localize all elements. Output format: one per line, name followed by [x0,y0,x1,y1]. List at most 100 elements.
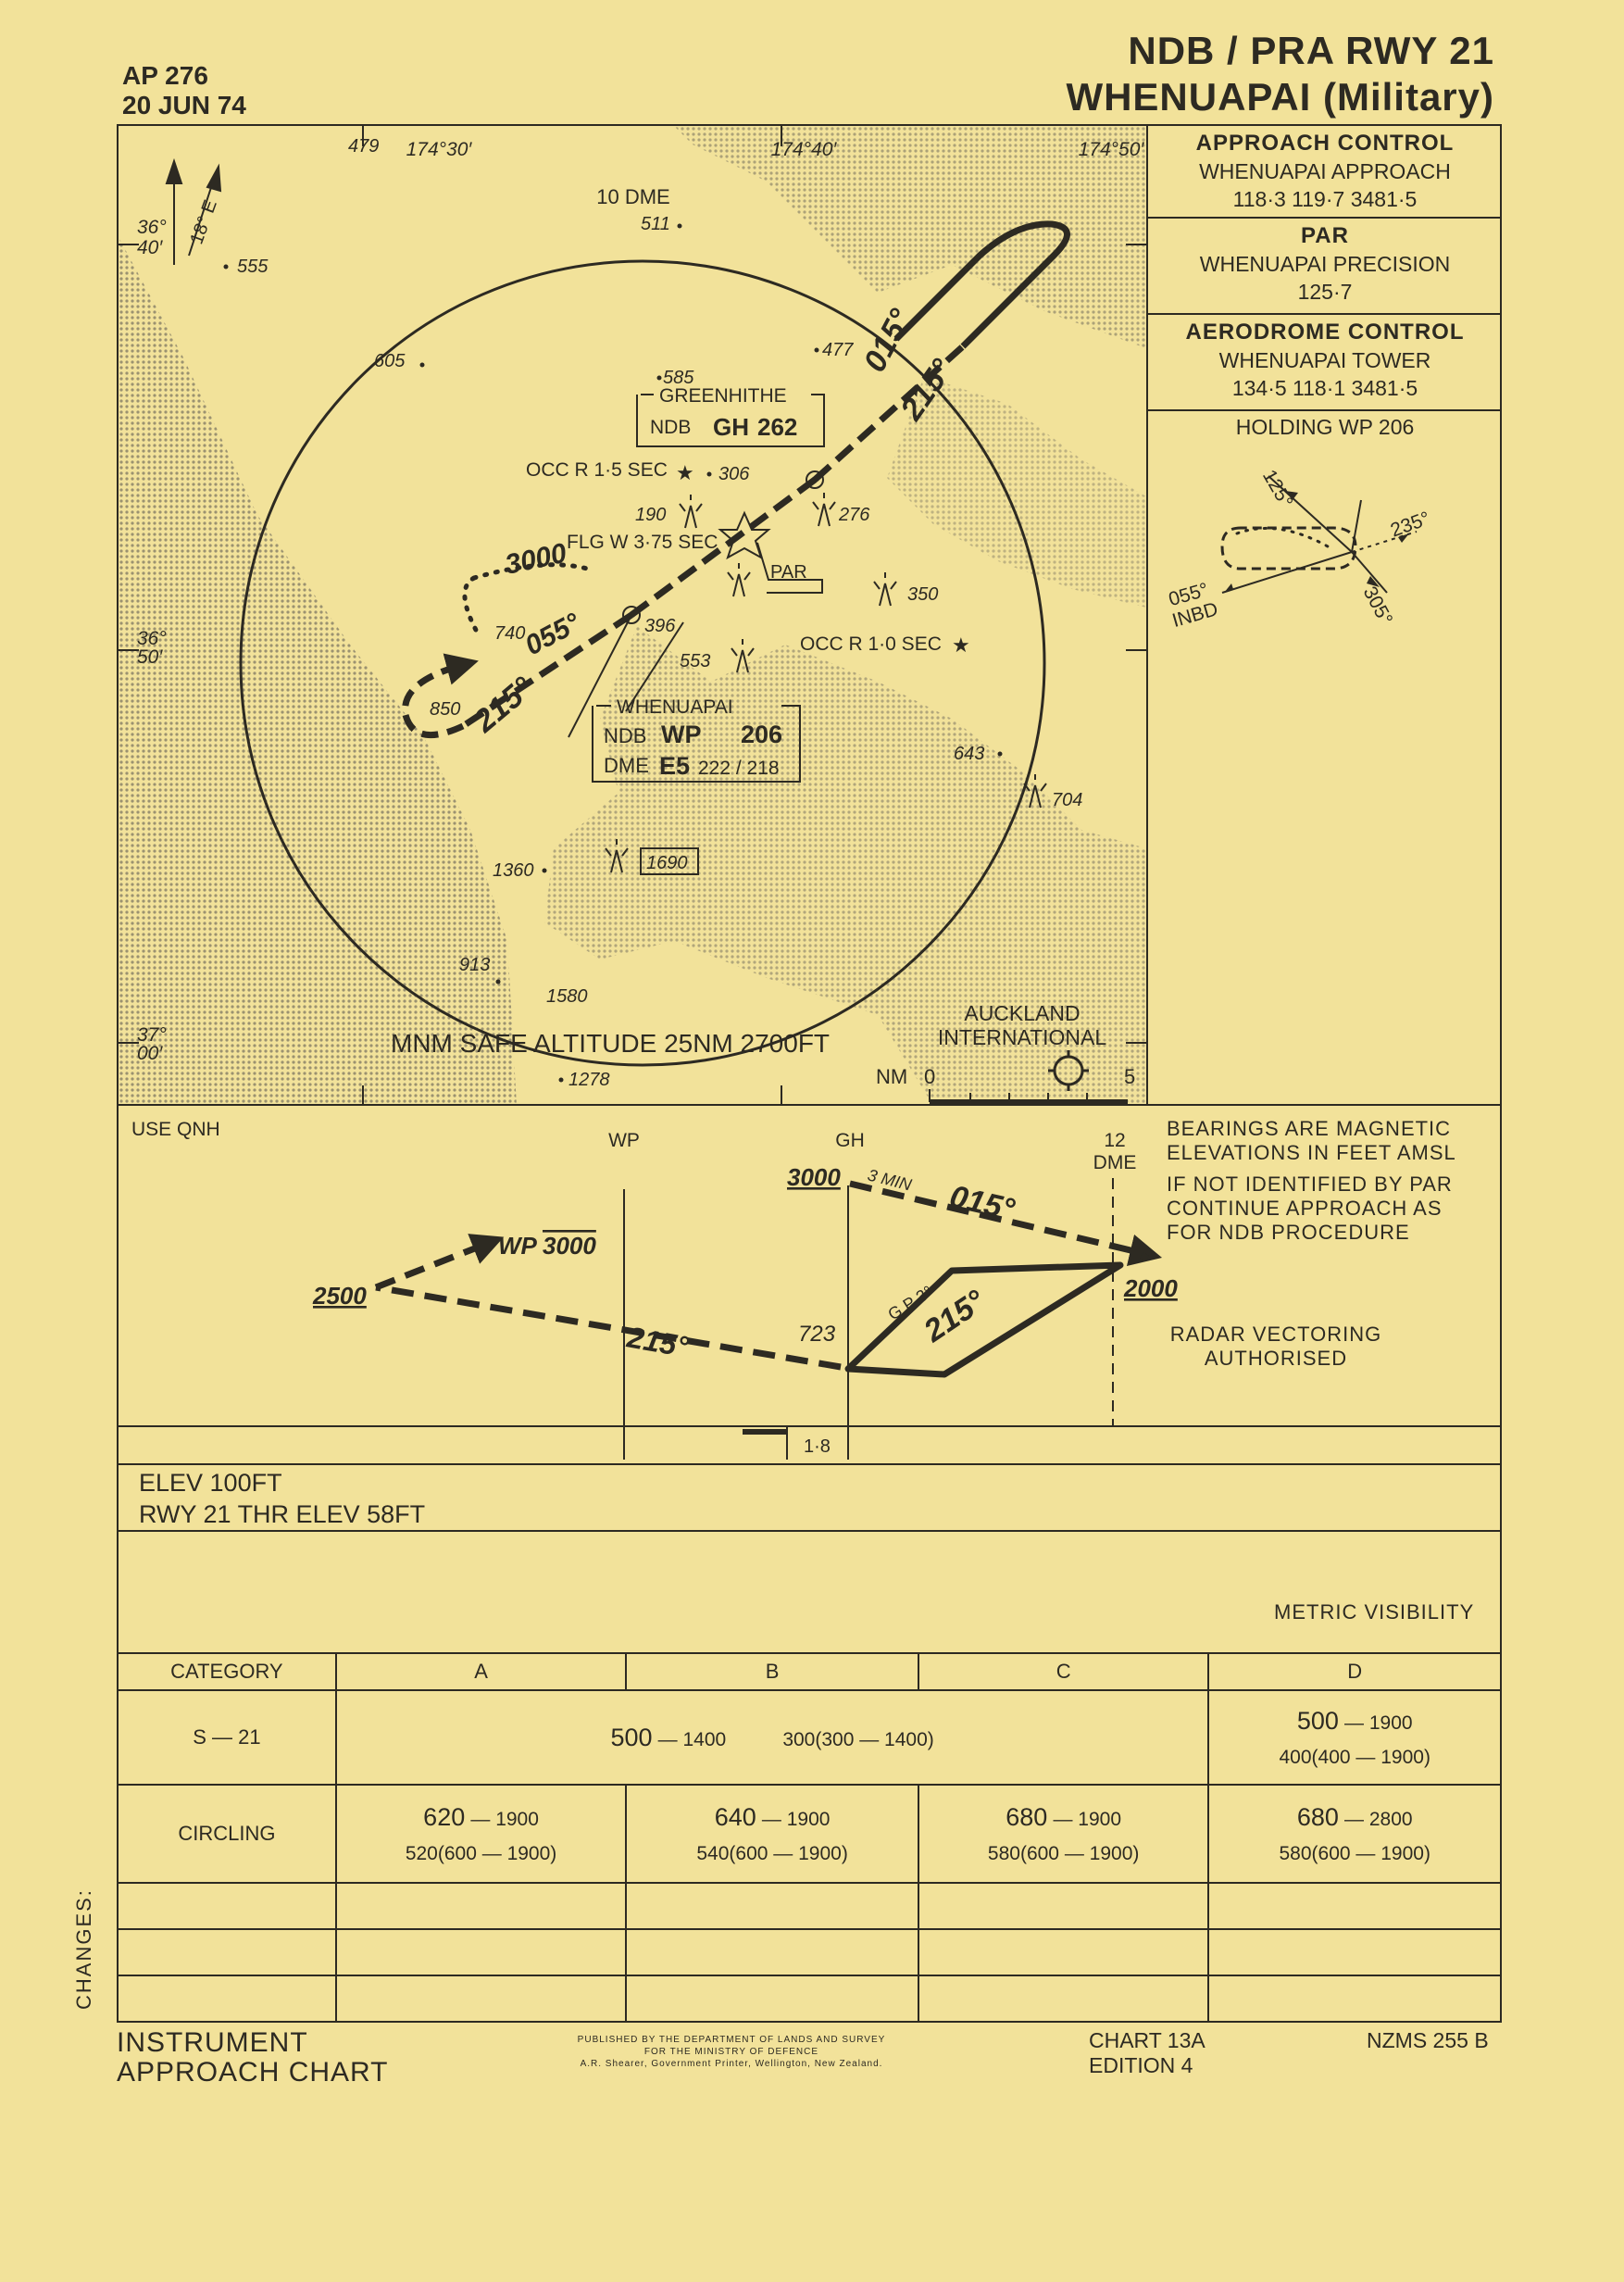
aerodrome-control-box: AERODROME CONTROL WHENUAPAI TOWER 134·5 … [1148,319,1502,402]
latitude-3-deg: 37° [137,1024,167,1046]
threshold-elevation: RWY 21 THR ELEV 58FT [139,1500,426,1528]
track-wp-gh [629,477,818,618]
par-title: PAR [1301,223,1349,248]
longitude-1: 174°30′ [406,139,473,160]
latitude-3-min: 00′ [137,1043,163,1064]
spot-height: 511 [641,214,670,234]
spot-height: 396 [644,616,676,636]
aerodrome-beacon-icon [718,510,771,560]
harbour-north-shading [674,126,1146,348]
dme12-label-2: DME [1093,1152,1137,1173]
spot-height: 1580 [546,986,588,1007]
spot-height: 913 [459,955,490,975]
spot-height: 553 [680,651,710,671]
airport-icon [1048,1050,1089,1091]
chart-edition: CHART 13A EDITION 4 [1089,2028,1206,2078]
svg-text:GREENHITHE: GREENHITHE [659,385,787,407]
par-note-3: FOR NDB PROCEDURE [1167,1221,1410,1244]
header-cat-d: D [1207,1652,1502,1691]
radar-note-1: RADAR VECTORING [1170,1323,1382,1346]
final-inbound-line [568,614,632,738]
svg-text:NDB: NDB [604,724,646,747]
circling-d-cell: 680 — 2800 580(600 — 1900) [1207,1784,1502,1884]
spot-height-box [640,847,699,875]
holding-racetrack [1220,526,1357,570]
track-outbound-ne: 015° [857,303,919,377]
profile-alt-3000: 3000 [787,1163,841,1191]
spot-height: 1360 [493,860,534,881]
doc-number: AP 276 [122,61,208,90]
profile-track-215-out: 215° [624,1320,692,1363]
auckland-label: AUCKLAND [964,1001,1080,1025]
glidepath-trapezoid [844,1261,1124,1378]
holding-bearing-125: 125° [1258,466,1297,511]
spot-height: 1278 [568,1070,610,1090]
star-icon: ★ [676,461,694,484]
profile-alt-2500: 2500 [312,1282,367,1310]
publisher-note: PUBLISHED BY THE DEPARTMENT OF LANDS AND… [577,2035,886,2069]
latitude-1-deg: 36° [137,217,167,238]
metric-visibility: METRIC VISIBILITY [1274,1600,1475,1624]
chart-frame [117,124,1502,2023]
par-note-1: IF NOT IDENTIFIED BY PAR [1167,1172,1453,1196]
star-icon: ★ [952,633,970,657]
svg-text:NM: NM [876,1065,907,1088]
scale-bar: NM 0 5 [876,1065,1135,1105]
plan-view-map: 174°30′ 174°40′ 174°50′ 36° 40′ 36° 50′ … [119,126,1146,1106]
spot-height: 306 [718,464,750,484]
doc-date: 20 JUN 74 [122,91,246,119]
circling-c-cell: 680 — 1900 580(600 — 1900) [917,1784,1210,1884]
approach-control-freqs: 118·3 119·7 3481·5 [1232,187,1418,211]
radar-dotted-track [471,562,590,581]
wp-fix-label: WP [608,1130,640,1151]
procedure-altitude: 3000 [503,538,569,581]
gh-fix-label: GH [835,1130,865,1151]
dme-ring [239,259,1046,1067]
track-gh-ne [812,344,966,483]
empty-row [117,1975,337,2023]
circling-b-cell: 640 — 1900 540(600 — 1900) [625,1784,919,1884]
spot-height: 276 [838,505,870,525]
par-note-2: CONTINUE APPROACH AS [1167,1197,1443,1220]
procedure-title: NDB / PRA RWY 21 [1128,29,1494,72]
holding-bearing-235: 235° [1388,508,1433,541]
harbour-south-shading [544,626,1146,1106]
profile-track-015: 015° [946,1179,1018,1228]
holding-pattern-diagram: 125° 235° 305° 055° INBD [1167,466,1433,632]
spot-height: 1690 [646,853,688,873]
edition-number: EDITION 4 [1089,2053,1193,2077]
svg-text:DME: DME [604,754,649,777]
document-id: AP 276 20 JUN 74 [122,61,246,120]
procedure-turn-ne [893,220,1070,349]
latitude-2-deg: 36° [137,628,167,649]
aerodrome-control-freqs: 134·5 118·1 3481·5 [1231,376,1418,400]
row-s21-label: S — 21 [117,1689,337,1786]
profile-view: USE QNH WP GH 12 DME 3000 3 MIN 015° 200… [119,1117,1500,1460]
chart-type: INSTRUMENT APPROACH CHART [117,2027,389,2088]
svg-text:E5: E5 [659,752,690,780]
magnetic-variation: 18° E [186,197,220,247]
header-cat-b: B [625,1652,919,1691]
sea-west-shading [119,237,517,1106]
header-cat-a: A [334,1652,628,1691]
s21-d-cell: 500 — 1900 400(400 — 1900) [1207,1689,1502,1786]
spot-height: 740 [494,623,525,644]
svg-text:NDB: NDB [650,417,691,438]
empty-row [117,1928,337,1976]
svg-text:222 / 218: 222 / 218 [698,758,780,779]
note-elevations: ELEVATIONS IN FEET AMSL [1167,1141,1456,1164]
profile-alt-2000: 2000 [1123,1274,1178,1302]
latitude-1-min: 40′ [137,237,163,258]
occ-light-1: OCC R 1·5 SEC [526,459,668,481]
svg-text:206: 206 [741,721,782,748]
holding-bearing-305: 305° [1359,583,1397,629]
par-freqs: 125·7 [1297,280,1353,304]
svg-text:GH: GH [713,413,749,441]
climb-to-wp-leg [374,1234,505,1291]
elevation-info: ELEV 100FT RWY 21 THR ELEV 58FT [139,1467,425,1530]
par-leader [756,542,823,594]
header-cat-c: C [917,1652,1210,1691]
latitude-2-min: 50′ [137,646,163,668]
plan-profile-divider [117,1104,1502,1106]
approach-control-box: APPROACH CONTROL WHENUAPAI APPROACH 118·… [1148,130,1502,213]
